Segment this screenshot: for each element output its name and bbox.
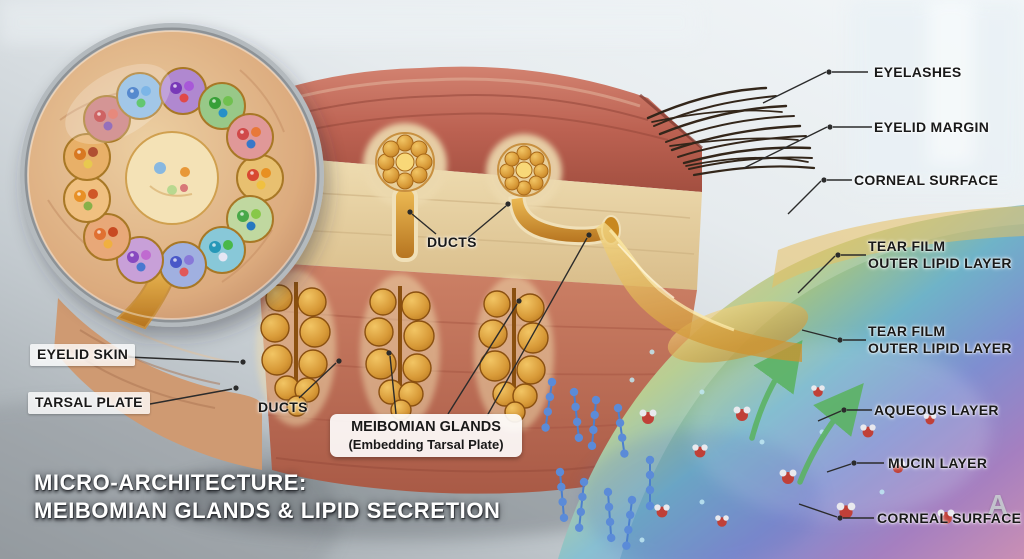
label-mucin-layer: MUCIN LAYER <box>888 455 988 471</box>
acinus-cell <box>63 133 111 181</box>
central-duct-lumen <box>125 131 219 225</box>
gland-duct-b <box>486 134 621 246</box>
page-title-line1: MICRO-ARCHITECTURE: <box>34 470 307 495</box>
label-eyelashes: EYELASHES <box>874 64 962 80</box>
label-meibomian-glands-sub: (Embedding Tarsal Plate) <box>348 437 504 452</box>
label-aqueous-layer: AQUEOUS LAYER <box>874 402 999 418</box>
label-tear-film-2-line2: OUTER LIPID LAYER <box>868 339 1012 356</box>
acinus-cell <box>159 241 207 289</box>
label-tarsal-plate: TARSAL PLATE <box>28 392 150 414</box>
label-tear-film-1: TEAR FILM OUTER LIPID LAYER <box>868 238 1012 271</box>
skin-top-layer <box>250 66 702 192</box>
acinus-cell <box>63 175 111 223</box>
label-corneal-surface-bottom: CORNEAL SURFACE <box>877 510 1022 526</box>
label-ducts-center: DUCTS <box>427 234 477 250</box>
label-tear-film-1-line2: OUTER LIPID LAYER <box>868 254 1012 271</box>
label-meibomian-glands-title: MEIBOMIAN GLANDS <box>351 419 501 435</box>
magnifier-inset <box>20 23 324 330</box>
acinus-cell <box>236 154 284 202</box>
acinus-cell <box>226 113 274 161</box>
acinus-cell <box>159 67 207 115</box>
label-eyelid-skin: EYELID SKIN <box>30 344 136 366</box>
label-tear-film-2: TEAR FILM OUTER LIPID LAYER <box>868 323 1012 356</box>
label-corneal-surface-top: CORNEAL SURFACE <box>854 172 999 188</box>
label-ducts-left: DUCTS <box>258 399 308 415</box>
tear-film-band <box>772 206 1024 288</box>
acinus-cell <box>198 82 246 130</box>
label-eyelid-margin: EYELID MARGIN <box>874 119 990 135</box>
page-title-line2: MEIBOMIAN GLANDS & LIPID SECRETION <box>34 498 501 523</box>
acinus-cell <box>83 213 131 261</box>
tear-stream <box>596 222 802 362</box>
acini-ring <box>63 67 284 289</box>
acinus-cell <box>116 236 164 284</box>
watermark-logo: A <box>987 489 1008 520</box>
gland-duct-a <box>363 123 447 262</box>
label-tear-film-2-line1: TEAR FILM <box>868 323 946 339</box>
label-tear-film-1-line1: TEAR FILM <box>868 238 946 254</box>
label-meibomian-glands: MEIBOMIAN GLANDS (Embedding Tarsal Plate… <box>330 414 522 457</box>
flow-arrow <box>749 339 803 441</box>
acinus-cell <box>226 195 274 243</box>
